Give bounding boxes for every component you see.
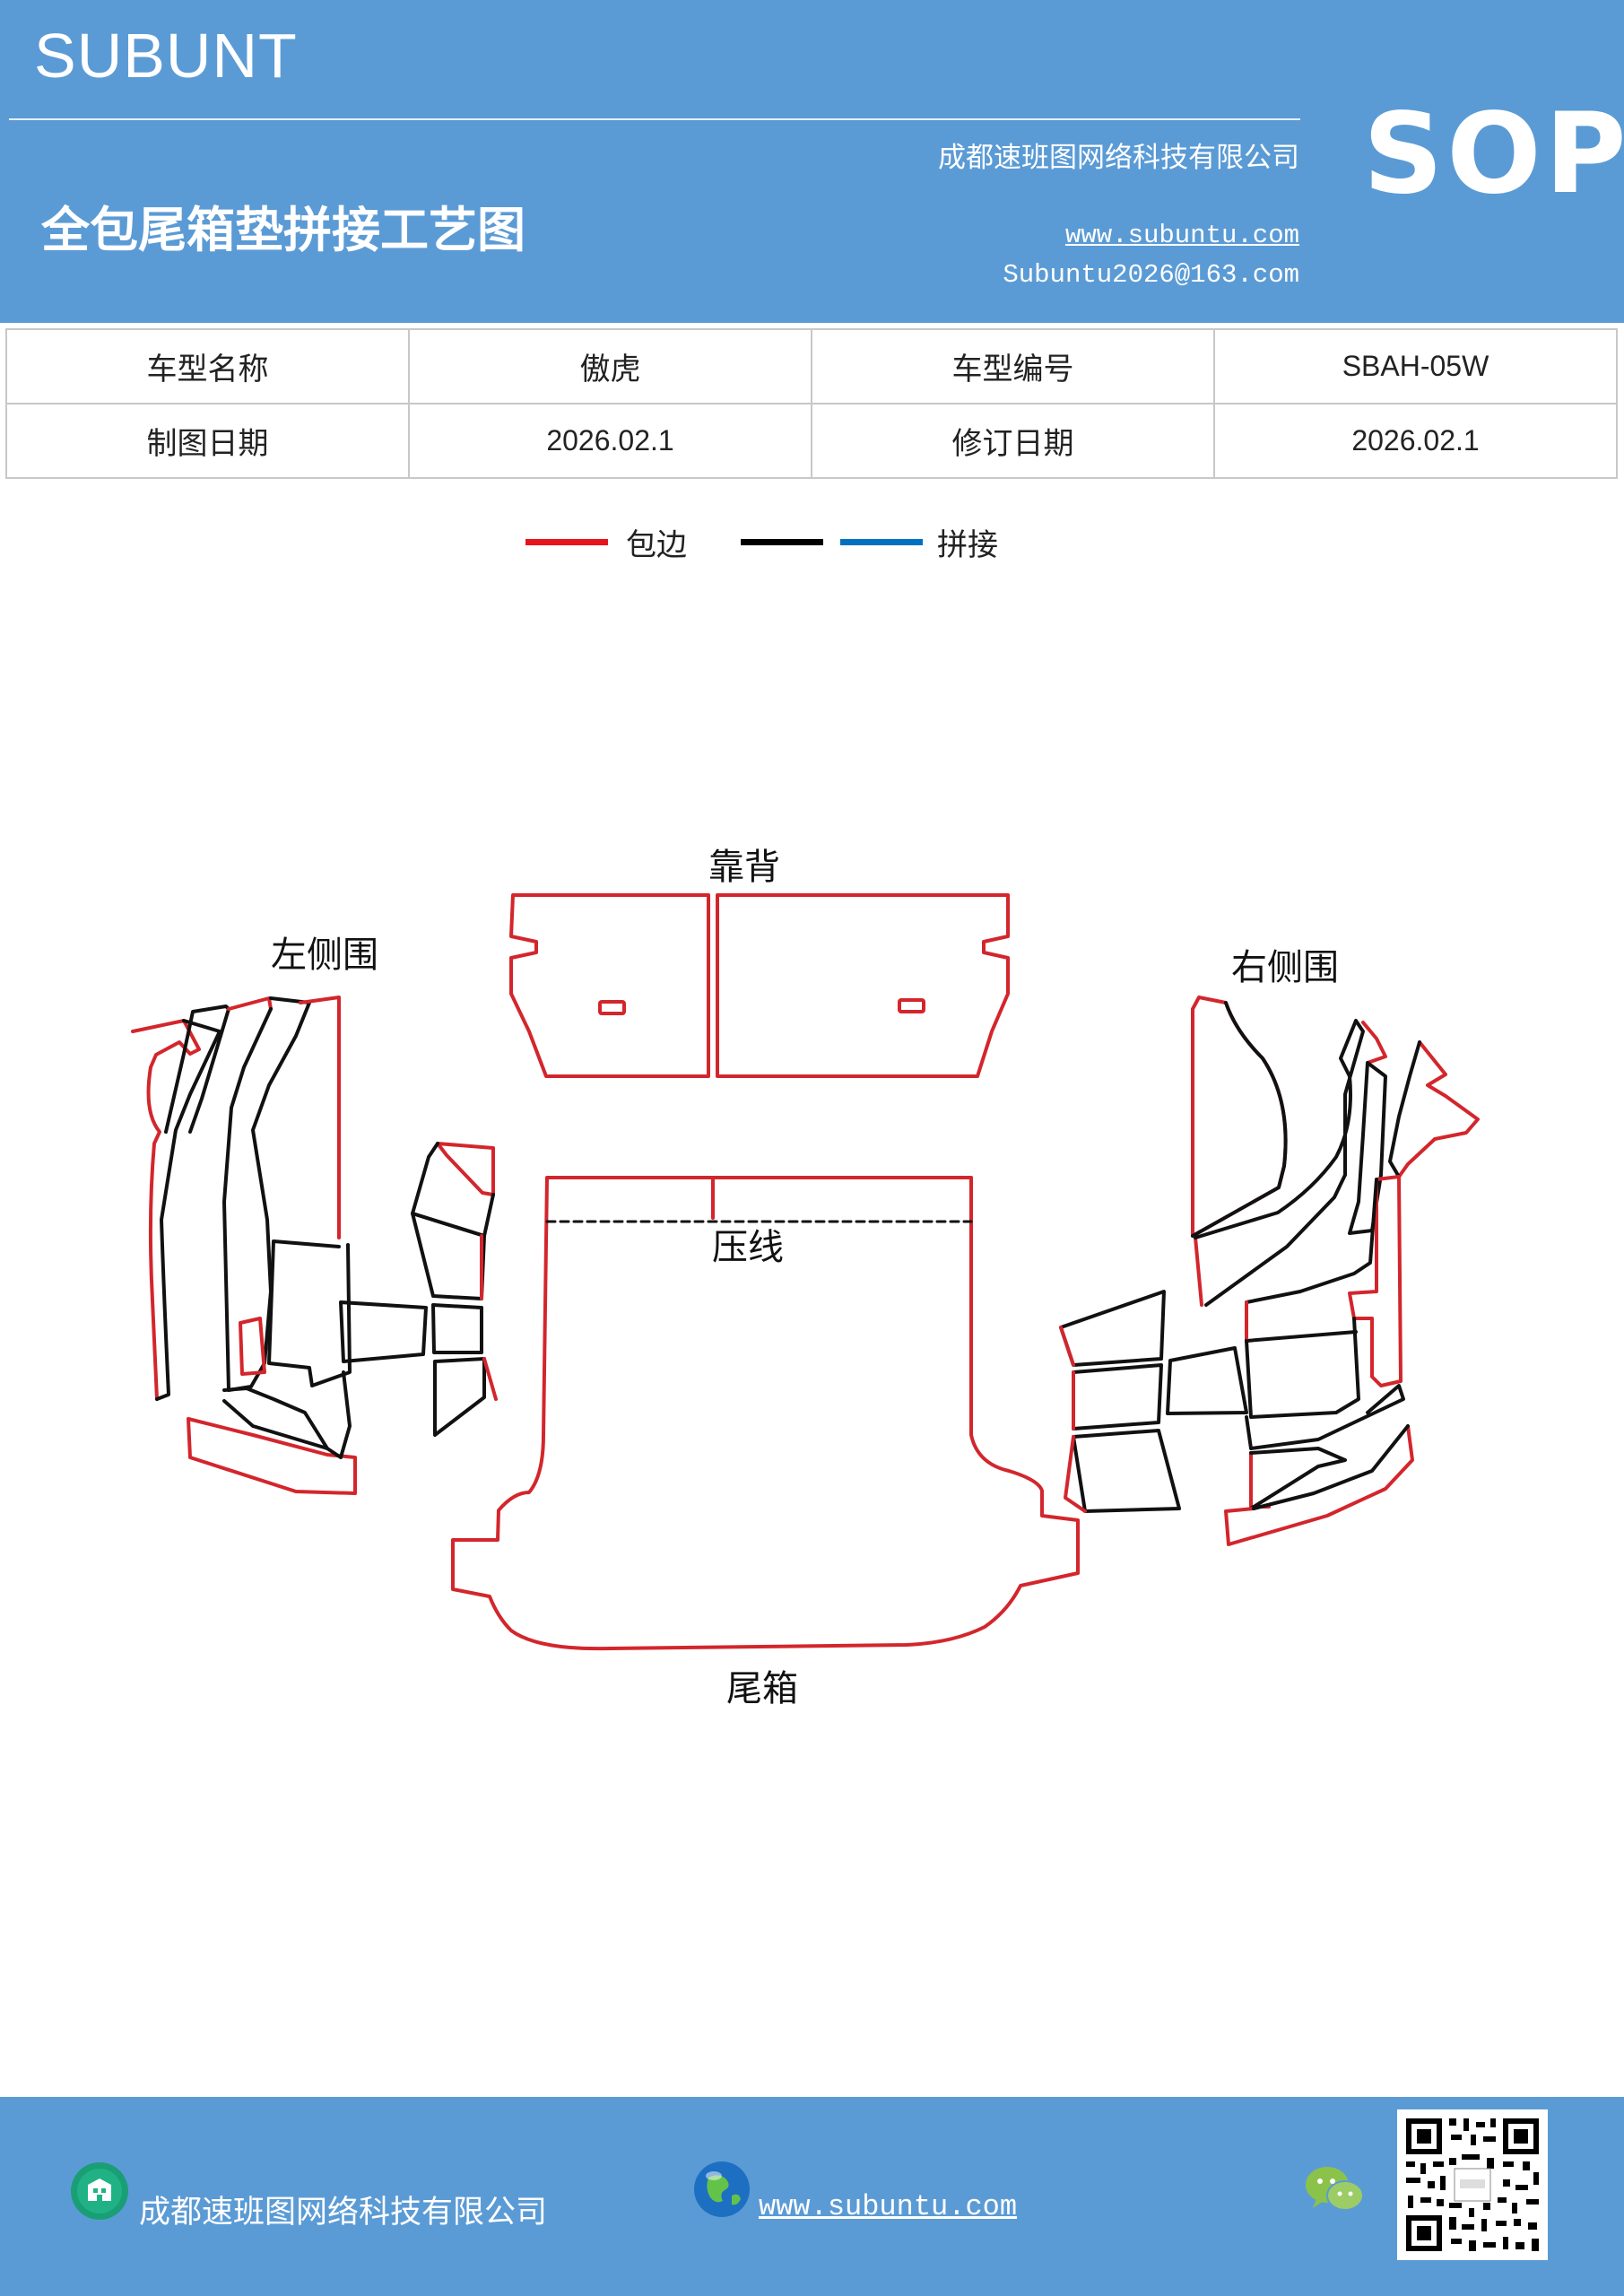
left-wall-panel-4-splice [267,1239,352,1387]
left-piece-5-edge [482,1357,498,1401]
left-piece-5 [433,1357,486,1437]
right-wall-panel-8 [1249,1447,1347,1510]
right-wall-panel-3 [1361,1021,1387,1065]
info-table: 车型名称 傲虎 车型编号 SBAH-05W 制图日期 2026.02.1 修订日… [5,328,1618,479]
legend-edge-label: 包边 [626,527,687,563]
left-wall-panel-1 [131,1019,201,1401]
left-piece-4 [431,1303,483,1354]
right-piece-2 [1072,1363,1163,1431]
table-row: 制图日期 2026.02.1 修订日期 2026.02.1 [5,403,1618,479]
right-wall-panel-4 [1397,1040,1480,1178]
right-wall-panel-1 [1191,996,1288,1238]
brand-name: SUBUNT [34,21,298,91]
left-wall-label: 左侧围 [271,935,378,976]
left-wall-panel-8 [326,1370,352,1459]
right-wall-panel-2-splice [1194,1019,1365,1307]
backrest-left-panel [509,893,710,1078]
model-name-value: 傲虎 [408,328,812,404]
right-wall-panel-1-splice [1191,1001,1288,1238]
right-wall-panel-9 [1224,1424,1414,1546]
right-piece-1 [1059,1290,1166,1367]
legend: 包边 拼接 [0,520,1624,574]
left-piece-2 [411,1212,486,1300]
backrest-right-slot [898,998,925,1013]
left-wall-panel-1-splice [155,1019,221,1401]
backrest-left-slot [598,1000,626,1015]
drawing-date-label: 制图日期 [5,403,410,479]
building-icon [71,2162,128,2220]
right-piece-4 [1072,1429,1181,1513]
drawing-date-value: 2026.02.1 [408,403,812,479]
legend-splice-swatch [840,539,923,545]
left-wall-panel-3-splice [222,996,311,1392]
footer-company-name: 成都速班图网络科技有限公司 [139,2195,548,2231]
right-wall-panel-3-splice [1348,1061,1387,1235]
legend-splice-label: 拼接 [937,527,998,563]
left-wall-panel-3 [227,996,273,1011]
globe-icon [694,2161,750,2217]
trunk-mat-diagram: 靠背 左侧围 右侧围 压线 尾箱 [131,847,1480,1709]
legend-edge-swatch [525,539,608,545]
document-title: 全包尾箱垫拼接工艺图 [41,202,525,258]
model-code-label: 车型编号 [811,328,1215,404]
right-wall-panel-6-splice [1245,1317,1360,1419]
header-banner: SUBUNT 成都速班图网络科技有限公司 全包尾箱垫拼接工艺图 www.subu… [0,0,1624,323]
left-wall-panel-2 [164,1004,230,1134]
right-wall-label: 右侧围 [1231,947,1339,988]
right-wall-panel-4-splice [1388,1040,1421,1178]
right-piece-3 [1166,1346,1248,1415]
right-wall-panel-2 [1194,1236,1203,1307]
table-row: 车型名称 傲虎 车型编号 SBAH-05W [5,328,1618,404]
right-wall-panel-5 [1348,1175,1403,1387]
model-code-value: SBAH-05W [1213,328,1618,404]
left-wall-panel-7 [187,1417,357,1495]
qr-code-icon[interactable] [1397,2109,1548,2260]
backrest-right-panel [716,893,1010,1078]
footer-banner: 成都速班图网络科技有限公司 www.subuntu.com [0,2097,1624,2296]
left-wall-panel-5 [239,1317,266,1376]
left-piece-1 [436,1142,495,1196]
wechat-icon[interactable] [1304,2163,1365,2215]
right-piece-1-edge [1059,1326,1075,1367]
sop-badge: SOP [1363,90,1624,219]
contact-email[interactable]: Subuntu2026@163.com [1003,260,1299,290]
press-line-label: 压线 [712,1227,784,1268]
right-wall-panel-9-splice [1252,1424,1410,1510]
trunk-label: 尾箱 [726,1668,798,1709]
left-wall-panel-4 [299,996,341,1239]
left-wall-panel-6 [222,1387,329,1450]
website-link[interactable]: www.subuntu.com [1064,221,1299,250]
header-divider [9,118,1300,120]
revision-date-label: 修订日期 [811,403,1215,479]
backrest-label: 靠背 [708,847,780,888]
model-name-label: 车型名称 [5,328,410,404]
company-name: 成都速班图网络科技有限公司 [938,142,1299,174]
revision-date-value: 2026.02.1 [1213,403,1618,479]
footer-website-link[interactable]: www.subuntu.com [759,2190,1018,2223]
right-wall-panel-7 [1245,1384,1405,1450]
trunk-floor-panel [451,1176,1080,1651]
left-piece-3 [339,1300,428,1363]
legend-black-swatch [741,539,823,545]
right-piece-4-edge [1064,1435,1087,1513]
